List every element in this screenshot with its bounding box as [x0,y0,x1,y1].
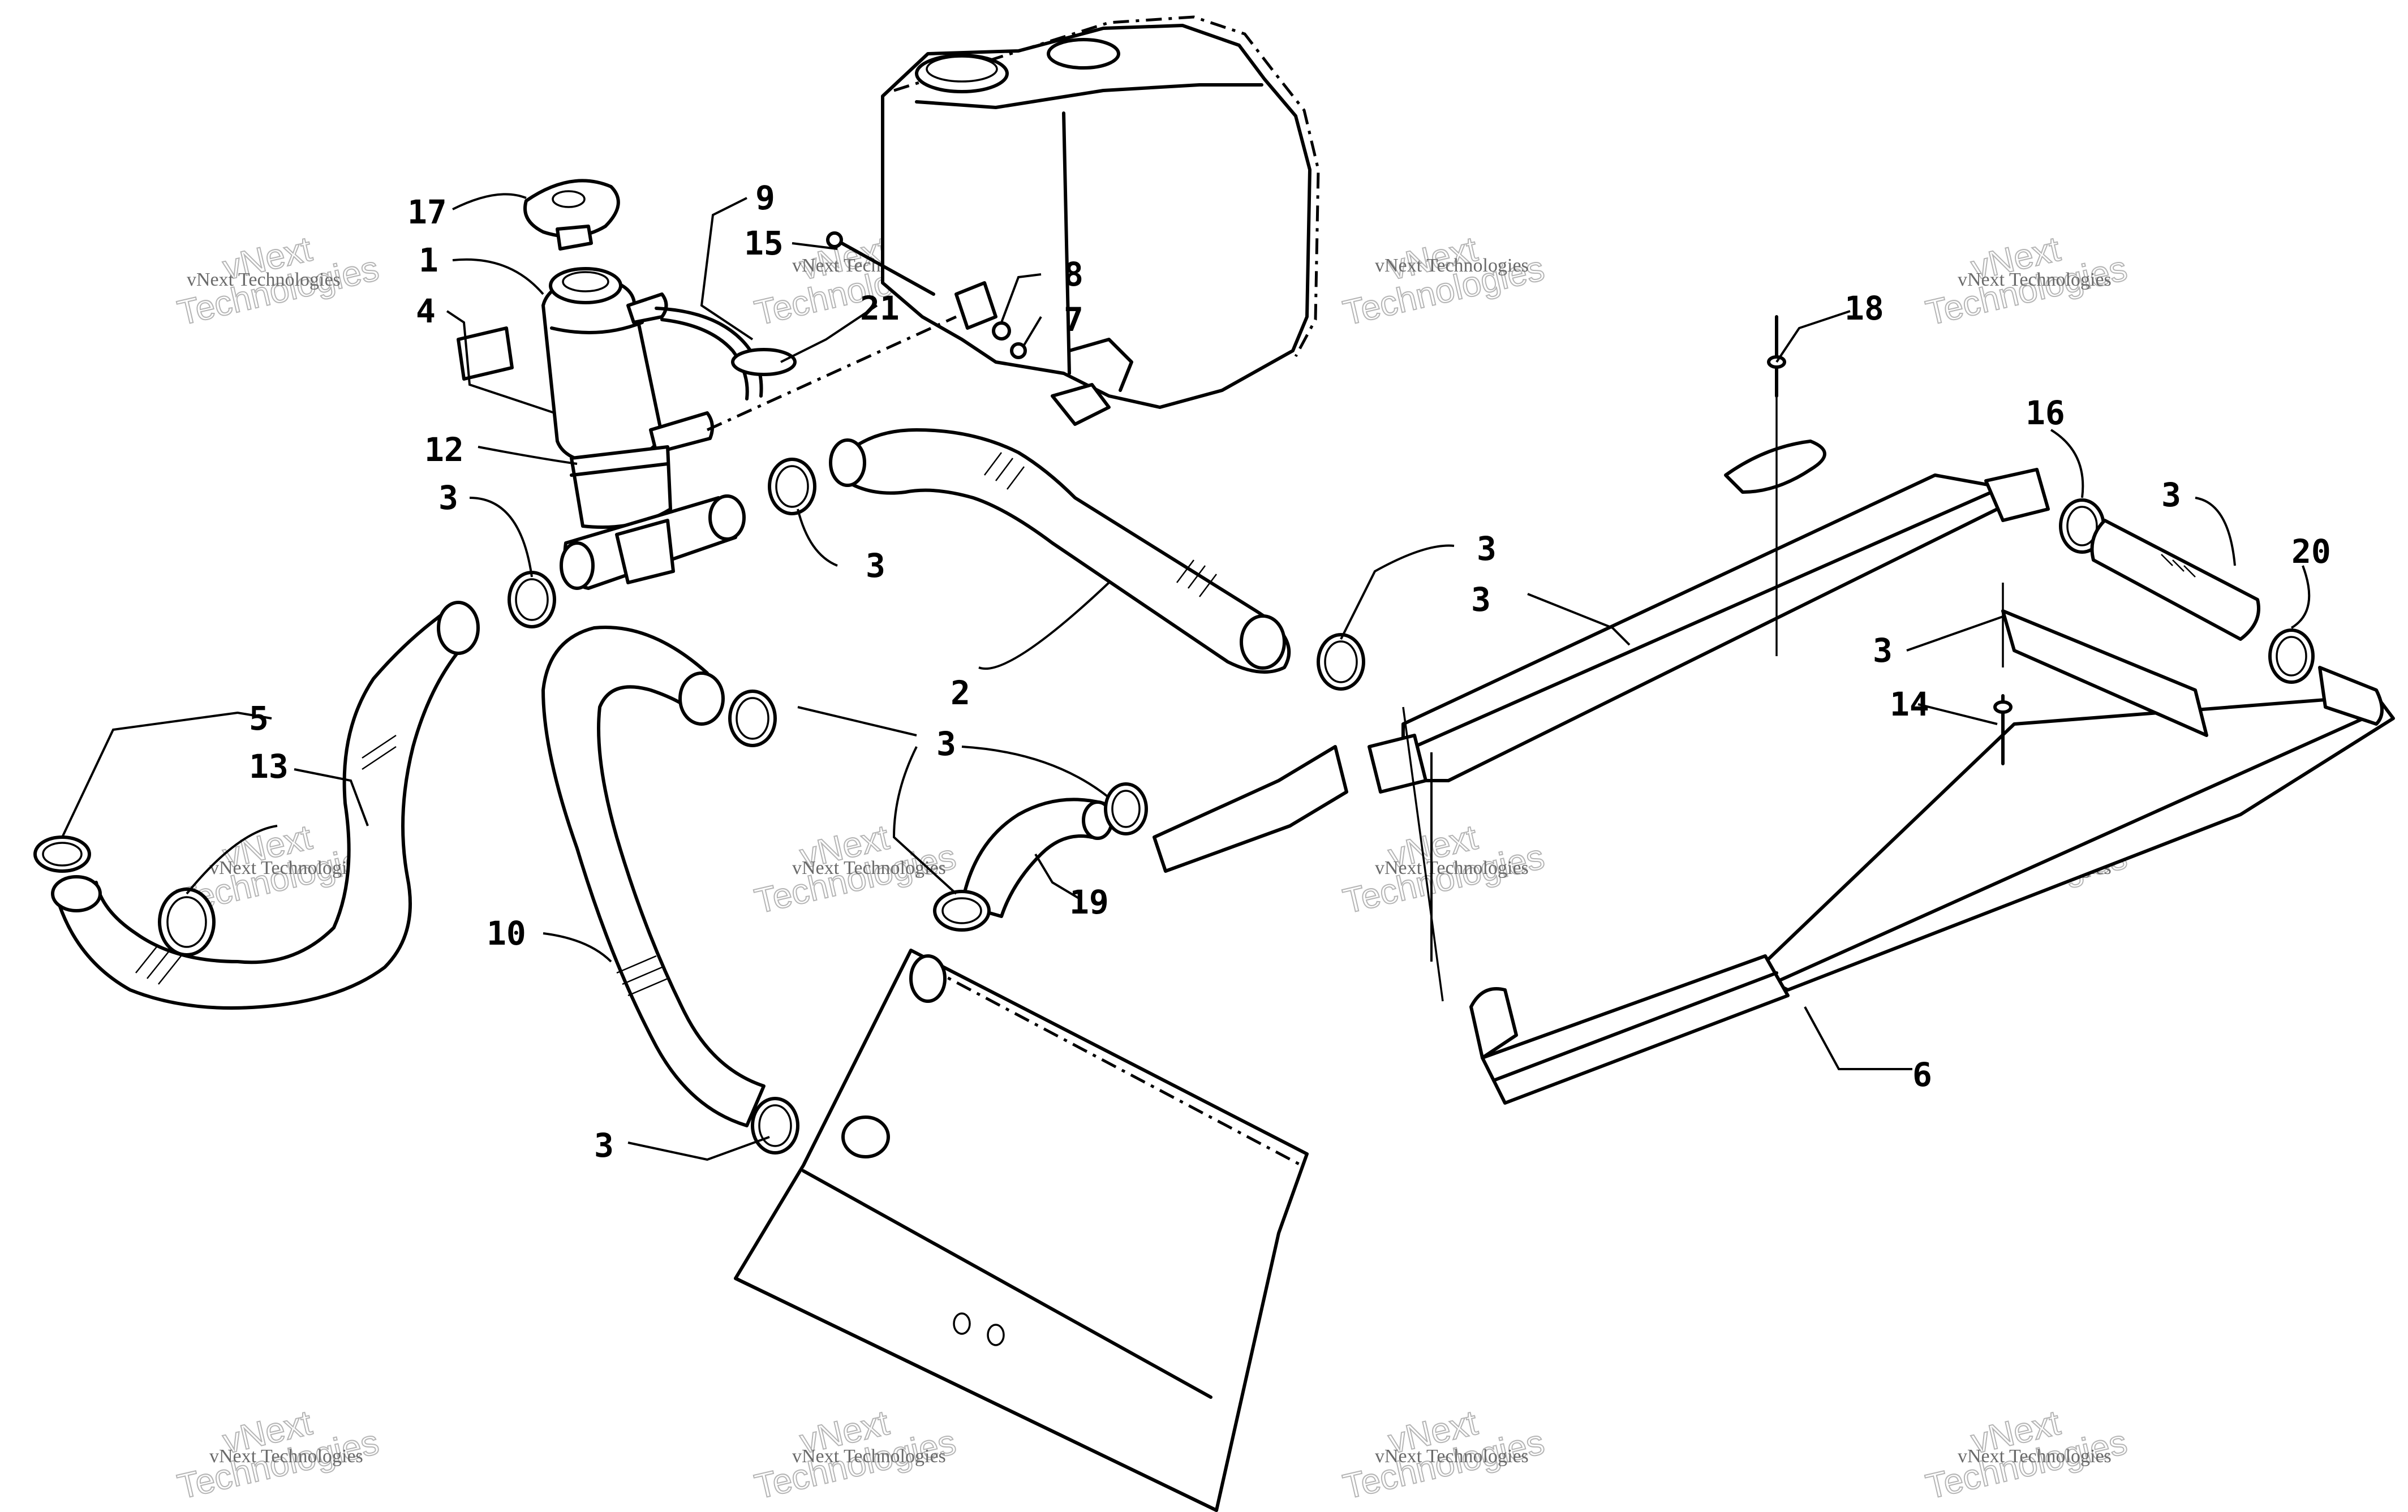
clamp-3 [751,1097,799,1155]
callout-10: 10 [487,914,526,953]
callout-3: 3 [438,479,458,517]
callout-12: 12 [424,430,464,469]
oil-tank [881,15,1320,426]
callout-20: 3 [2161,476,2181,514]
nut-7 [1010,342,1027,359]
hardware [826,231,2013,765]
svg-text:vNext Technologies: vNext Technologies [792,1446,946,1467]
rivet-6 [1993,694,2013,765]
callout-1: 1 [419,241,438,279]
watermark: Technologies vNext vNext Technologies [174,229,383,334]
callout-6: 14 [1890,685,1929,723]
svg-text:vNext Technologies: vNext Technologies [187,269,341,290]
coolant-bottle [457,179,957,590]
watermark: Technologies vNext vNext Technologies [1922,1403,2131,1507]
svg-text:vNext Technologies: vNext Technologies [1958,1446,2112,1467]
callouts: 17 1 4 12 3 9 15 21 8 7 3 2 3 5 13 10 3 … [249,179,2331,1165]
clamp-3 [728,690,777,747]
callout-9: 9 [755,179,775,217]
watermark: Technologies vNext vNext Technologies [1339,1403,1549,1507]
svg-text:vNext Technologies: vNext Technologies [1375,1446,1529,1467]
watermark: Technologies vNext vNext Technologies [751,1403,960,1507]
front-heat-exchanger [734,949,1309,1512]
callout-3: 16 [2026,394,2065,432]
callout-14: 3 [1873,631,1893,670]
svg-text:vNext Technologies: vNext Technologies [792,858,946,878]
callout-4: 4 [416,292,436,330]
callout-16: 18 [1844,289,1884,328]
watermark: Technologies vNext vNext Technologies [1339,229,1549,334]
callout-13: 13 [249,747,289,786]
callout-3: 3 [1477,529,1497,568]
clamp-3 [508,571,556,628]
callout-2: 2 [951,674,970,712]
clamp-3 [768,458,816,515]
hose-5 [51,601,480,1010]
svg-text:vNext Technologies: vNext Technologies [209,858,363,878]
callout-21: 21 [860,289,900,328]
hose-10 [541,626,766,1127]
clamp-3 [933,890,991,932]
watermark: Technologies vNext vNext Technologies [174,1403,383,1507]
watermark: Technologies vNext vNext Technologies [1339,817,1549,922]
callout-11: 6 [1912,1056,1932,1094]
screw-15 [826,231,935,296]
clamp-3 [1104,782,1148,835]
leader-lines [61,193,2311,1161]
hose-2 [829,428,1291,674]
svg-text:vNext Technologies: vNext Technologies [1375,255,1529,276]
washer-8 [992,321,1011,341]
clamps [33,458,2315,1155]
callout-3: 3 [866,546,885,585]
svg-text:vNext Technologies: vNext Technologies [1958,269,2112,290]
callout-8: 8 [1064,255,1083,294]
watermark: Technologies vNext vNext Technologies [1922,229,2131,334]
rear-heat-exchanger [1153,385,2395,1105]
clamp-3 [33,835,91,873]
callout-3: 20 [2291,532,2331,571]
callout-5: 5 [249,699,269,738]
callout-3: 3 [936,725,956,763]
rivet-16 [1767,315,1786,398]
callout-7: 7 [1064,300,1083,339]
callout-19: 19 [1069,883,1109,921]
svg-text:vNext Technologies: vNext Technologies [1375,858,1529,878]
callout-18: 3 [1471,580,1491,619]
svg-text:vNext Technologies: vNext Technologies [209,1446,363,1467]
clamp-3 [2268,628,2315,684]
callout-17: 17 [407,193,447,231]
callout-3: 3 [594,1126,614,1165]
clamp-13 [158,888,216,957]
clamp-3 [1317,633,1365,691]
callout-15: 15 [744,224,784,262]
